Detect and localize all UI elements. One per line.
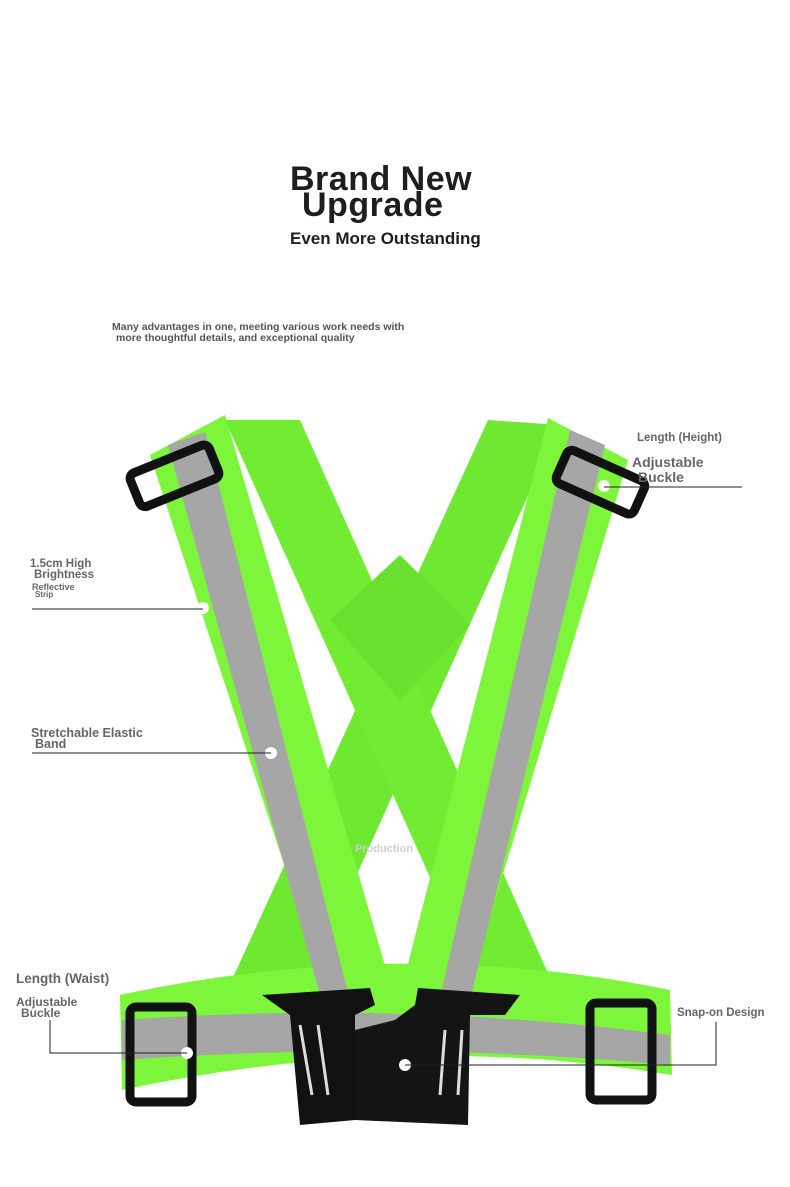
description-line-1: Many advantages in one, meeting various … [112, 321, 405, 333]
strip-label-3: Reflective [32, 582, 75, 592]
strip-label-2: Brightness [34, 569, 95, 581]
right-top-buckle [551, 445, 650, 519]
height-buckle-dot [598, 480, 610, 492]
height-buckle-label-1: Adjustable [632, 454, 704, 470]
snap-buckle [262, 988, 520, 1125]
right-waist-buckle [585, 998, 657, 1105]
cross-patch [330, 555, 470, 700]
waist-buckle-label-1: Adjustable [16, 995, 78, 1009]
strip-dot [197, 602, 209, 614]
snap-line [405, 1022, 717, 1066]
description-line-2: more thoughtful details, and exceptional… [116, 332, 355, 344]
elastic-label-2: Band [35, 737, 67, 751]
waist-buckle-line [49, 1020, 187, 1054]
elastic-label-1: Stretchable Elastic [31, 726, 143, 740]
subtitle: Even More Outstanding [290, 229, 481, 248]
title-line-1: Brand New [290, 160, 473, 198]
title-line-2: Upgrade [302, 186, 444, 224]
snap-label: Snap-on Design [677, 1007, 765, 1019]
left-strap [150, 415, 395, 1005]
strip-label-1: 1.5cm High [30, 558, 92, 570]
height-buckle-label-2: Buckle [638, 469, 684, 485]
waist-label: Length (Waist) [16, 971, 110, 986]
right-strap [400, 418, 628, 1000]
watermark-text: Production [355, 843, 413, 855]
strip-label-4: Strip [35, 590, 54, 599]
left-top-buckle [125, 440, 224, 512]
height-label: Length (Height) [637, 432, 722, 444]
waist-buckle-label-2: Buckle [21, 1006, 61, 1020]
